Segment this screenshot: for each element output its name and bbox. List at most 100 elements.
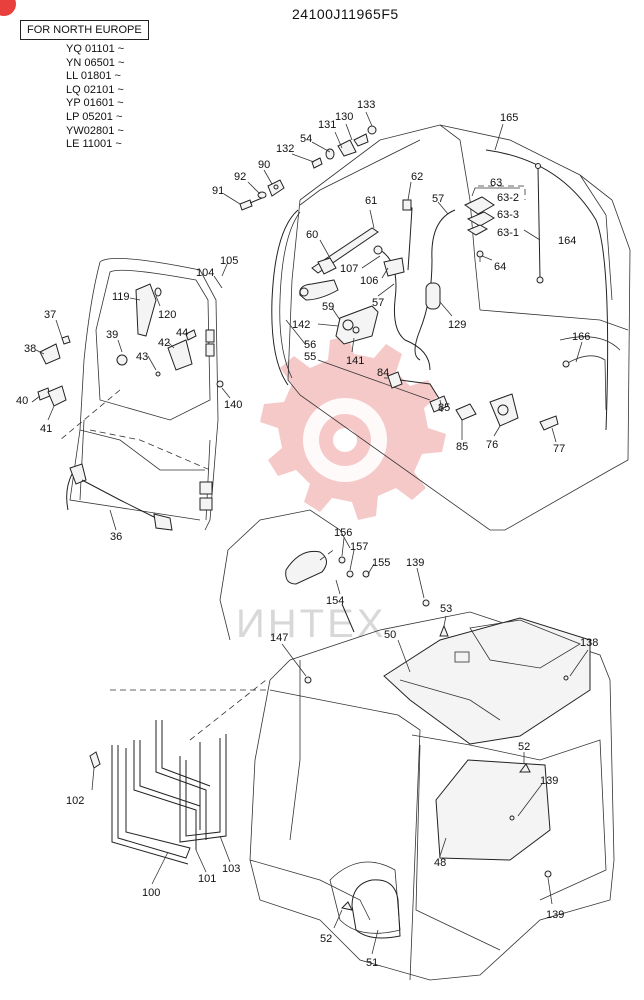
roof-panel [383,617,591,745]
callout-157: 157 [350,541,368,553]
wiper-assembly [299,199,413,301]
fastener-group-lower [304,599,552,911]
callout-51: 51 [366,957,378,969]
callout-labels: 165 133 130 131 54 132 90 92 91 62 63 63… [16,99,598,969]
relation-lines [59,185,526,741]
serial-item: YP 01601 ~ [66,97,124,110]
callout-57-top: 57 [432,193,444,205]
corner-badge [0,0,16,16]
callout-102: 102 [66,795,84,807]
callout-101: 101 [198,873,216,885]
callout-131: 131 [318,119,336,131]
callout-52-right: 52 [518,741,530,753]
room-mirror [425,282,441,310]
callout-147: 147 [270,632,288,644]
callout-38: 38 [24,343,36,355]
callout-55: 55 [304,351,316,363]
radio-bracket-group [464,187,520,262]
callout-165: 165 [500,112,518,124]
callout-85-upper: 85 [438,402,450,414]
serial-item: LE 11001 ~ [66,138,122,151]
callout-106: 106 [360,275,378,287]
callout-133: 133 [357,99,375,111]
callout-92: 92 [234,171,246,183]
callout-63-1: 63-1 [497,227,519,239]
seal-frames [89,720,227,865]
door-lock-parts [37,283,224,531]
callout-84: 84 [377,367,389,379]
callout-129: 129 [448,319,466,331]
callout-43: 43 [136,351,148,363]
serial-item: YN 06501 ~ [66,56,125,69]
callout-40: 40 [16,395,28,407]
callout-164: 164 [558,235,576,247]
callout-107: 107 [340,263,358,275]
callout-57-mid: 57 [372,297,384,309]
watermark-text: ИНТЕХ [236,602,386,646]
callout-48: 48 [434,857,446,869]
page-title: 24100J11965F5 [292,6,399,22]
callout-120: 120 [158,309,176,321]
callout-42: 42 [158,337,170,349]
serial-item: LP 05201 ~ [66,110,123,123]
callout-60: 60 [306,229,318,241]
callout-139-top: 139 [406,557,424,569]
sun-visor-area [219,509,370,641]
callout-76: 76 [486,439,498,451]
callout-154: 154 [326,595,344,607]
callout-63-2: 63-2 [497,192,519,204]
door-window-glass [351,879,401,939]
antenna [535,163,544,284]
callout-53: 53 [440,603,452,615]
callout-39: 39 [106,329,118,341]
callout-36: 36 [110,531,122,543]
callout-138: 138 [580,637,598,649]
callout-50: 50 [384,629,396,641]
callout-61: 61 [365,195,377,207]
callout-141: 141 [346,355,364,367]
callout-44: 44 [176,327,188,339]
serial-item: YQ 01101 ~ [66,43,125,55]
callout-62: 62 [411,171,423,183]
door-frame [69,258,219,531]
callout-54: 54 [300,133,312,145]
callout-52-left: 52 [320,933,332,945]
callout-37: 37 [44,309,56,321]
side-glass [435,759,551,861]
callout-104: 104 [196,267,214,279]
callout-105: 105 [220,255,238,267]
serial-item: LL 01801 ~ [66,70,121,83]
callout-59: 59 [322,301,334,313]
right-side-components [387,355,607,431]
callout-142: 142 [292,319,310,331]
callout-155: 155 [372,557,390,569]
callout-85-lower: 85 [456,441,468,453]
serial-item: YW02801 ~ [66,124,124,137]
watermark-gear-icon [260,336,446,520]
callout-91: 91 [212,185,224,197]
callout-63: 63 [490,177,502,189]
cab-body-lower [249,611,615,981]
callout-139-bottom: 139 [546,909,564,921]
callout-156: 156 [334,527,352,539]
callout-90: 90 [258,159,270,171]
region-label: FOR NORTH EUROPE [20,20,149,40]
callout-119: 119 [112,291,130,303]
callout-130: 130 [335,111,353,123]
callout-77: 77 [553,443,565,455]
callout-56: 56 [304,339,316,351]
callout-132: 132 [276,143,294,155]
cab-frame-upper [287,124,631,531]
serial-list: YQ 01101 ~ YN 06501 ~ LL 01801 ~ LQ 0210… [66,43,124,152]
callout-41: 41 [40,423,52,435]
callout-140: 140 [224,399,242,411]
wiper-motor [335,305,379,345]
callout-166: 166 [572,331,590,343]
callout-64: 64 [494,261,506,273]
callout-100: 100 [142,887,160,899]
callout-103: 103 [222,863,240,875]
leader-lines [31,111,589,955]
serial-item: LQ 02101 ~ [66,83,124,96]
seal-strip [271,209,299,386]
